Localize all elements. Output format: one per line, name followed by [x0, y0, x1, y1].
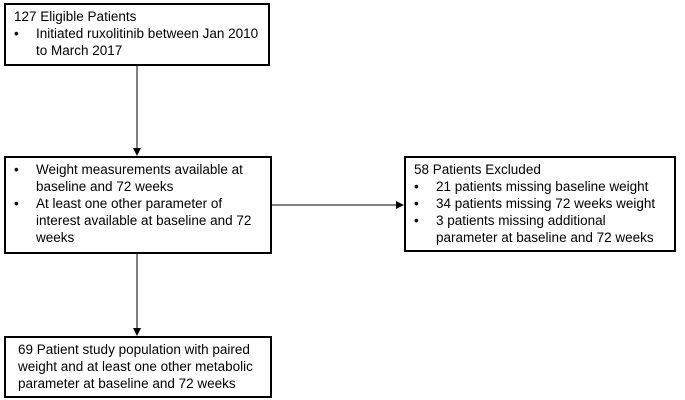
- bullet-dot: •: [414, 179, 419, 194]
- excluded-bullet-text: 34 patients missing 72 weeks weight: [436, 196, 656, 211]
- study-population-text: 69 Patient study population with paired …: [18, 342, 253, 391]
- excluded-bullet-text: 3 patients missing additional parameter …: [436, 213, 654, 245]
- criteria-bullet-text: Weight measurements available at baselin…: [36, 162, 243, 194]
- bullet-dot: •: [414, 213, 419, 228]
- criteria-bullet-item: • At least one other parameter of intere…: [14, 195, 262, 246]
- excluded-patients-title: 58 Patients Excluded: [414, 162, 541, 177]
- bullet-dot: •: [14, 196, 19, 211]
- eligible-bullet-list: • Initiated ruxolitinib between Jan 2010…: [14, 25, 260, 59]
- bullet-dot: •: [14, 26, 19, 41]
- eligible-patients-title: 127 Eligible Patients: [14, 9, 137, 24]
- eligible-bullet-item: • Initiated ruxolitinib between Jan 2010…: [14, 25, 260, 59]
- bullet-dot: •: [414, 196, 419, 211]
- excluded-patients-box: 58 Patients Excluded • 21 patients missi…: [404, 156, 676, 252]
- eligible-bullet-text: Initiated ruxolitinib between Jan 2010 t…: [36, 26, 259, 58]
- excluded-bullet-item: • 21 patients missing baseline weight: [414, 178, 666, 195]
- eligible-patients-box: 127 Eligible Patients • Initiated ruxoli…: [4, 3, 270, 66]
- bullet-dot: •: [14, 162, 19, 177]
- excluded-bullet-item: • 34 patients missing 72 weeks weight: [414, 195, 666, 212]
- excluded-bullet-list: • 21 patients missing baseline weight • …: [414, 178, 666, 246]
- excluded-bullet-text: 21 patients missing baseline weight: [436, 179, 649, 194]
- criteria-bullet-list: • Weight measurements available at basel…: [14, 161, 262, 246]
- criteria-bullet-item: • Weight measurements available at basel…: [14, 161, 262, 195]
- criteria-bullet-text: At least one other parameter of interest…: [36, 196, 252, 245]
- study-population-box: 69 Patient study population with paired …: [4, 336, 272, 398]
- excluded-bullet-item: • 3 patients missing additional paramete…: [414, 212, 666, 246]
- inclusion-criteria-box: • Weight measurements available at basel…: [4, 156, 272, 254]
